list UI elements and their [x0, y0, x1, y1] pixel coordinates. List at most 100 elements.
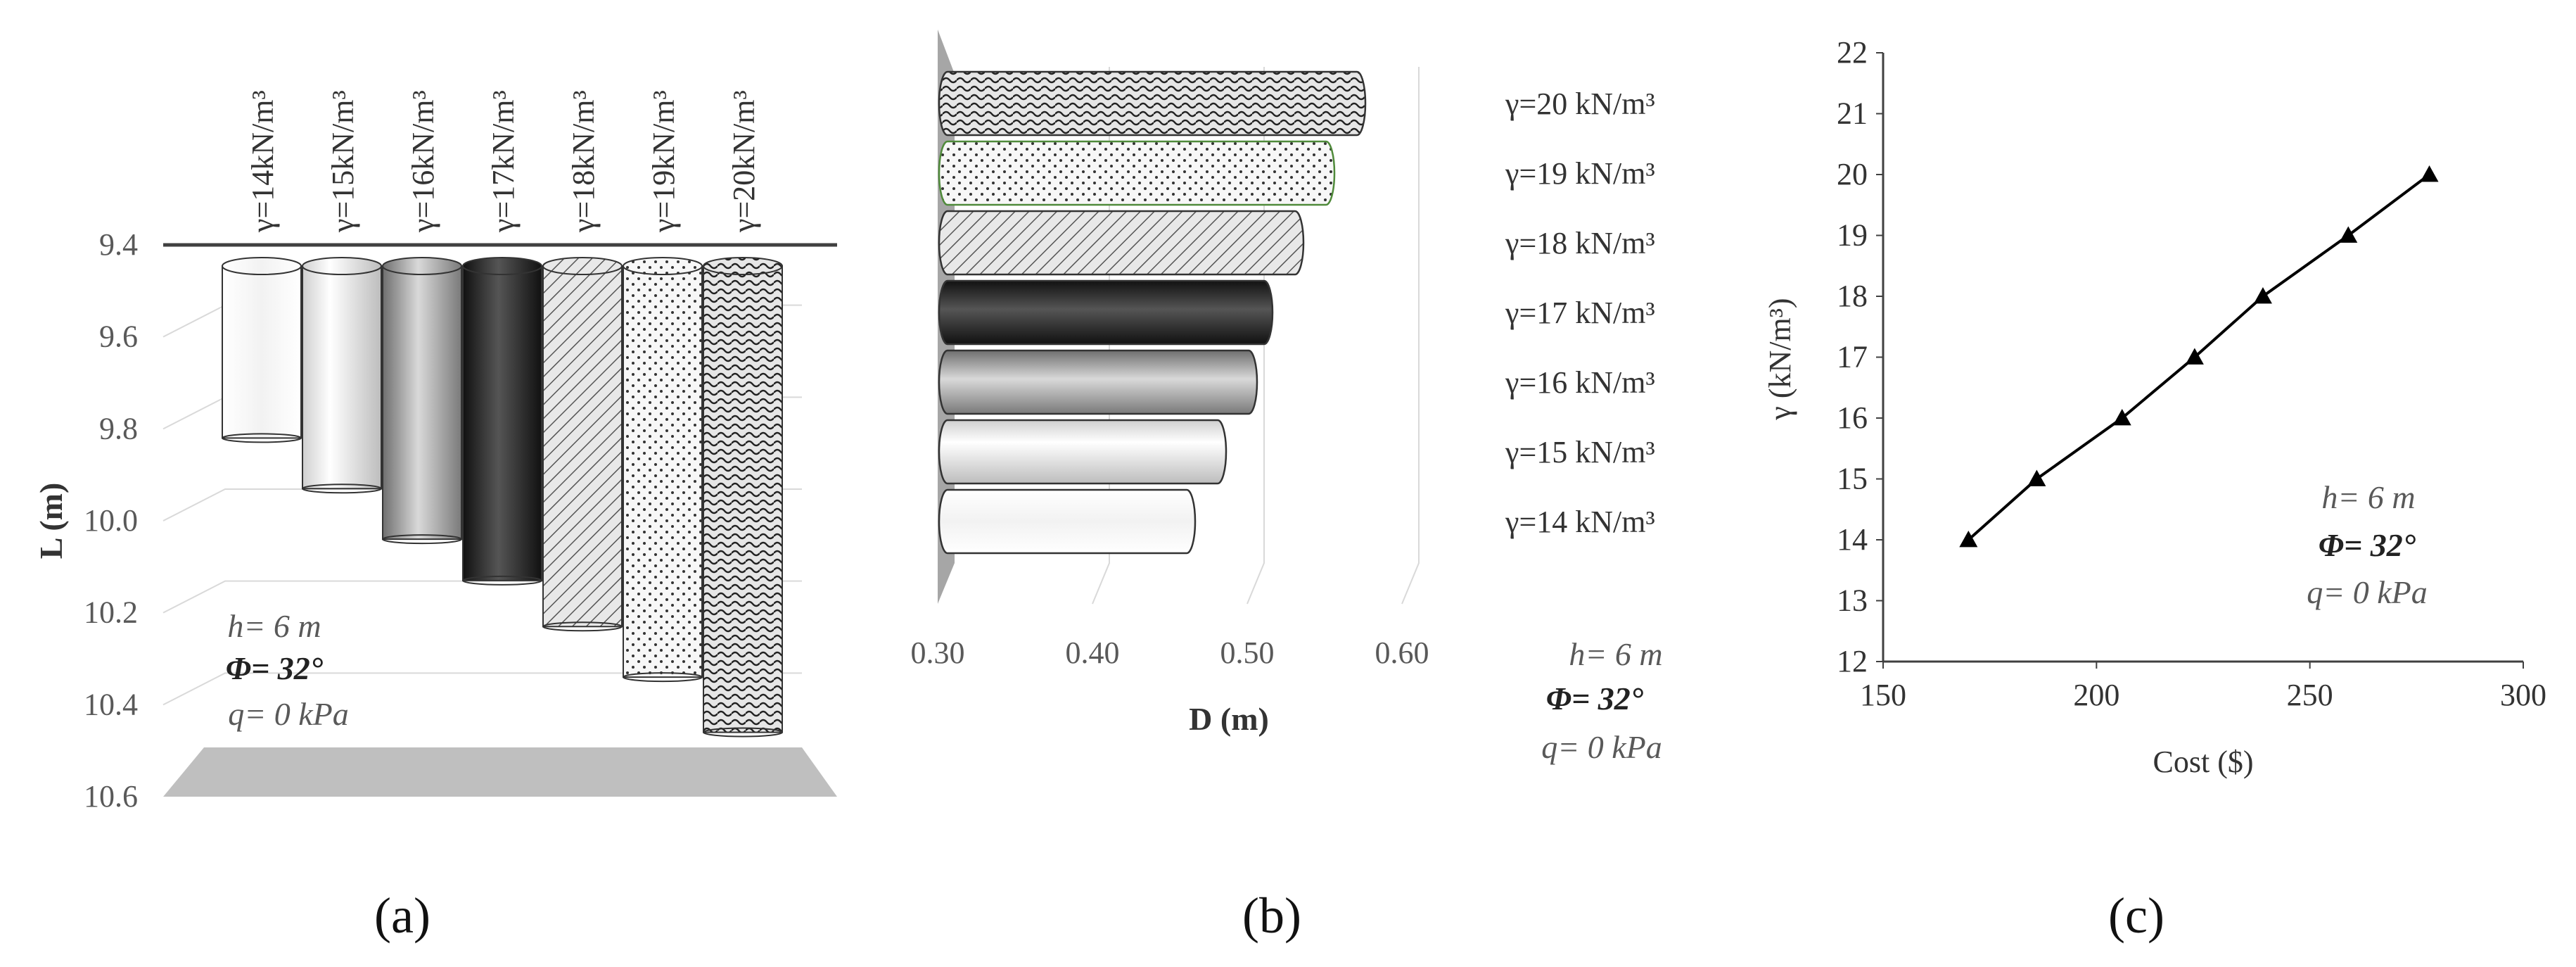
panel-b-bar [938, 279, 1274, 346]
panel-b-param-phi: Φ= 32° [1546, 681, 1644, 716]
panel-c-param-phi: Φ= 32° [2319, 527, 2416, 563]
panel-a-y-tick-label: 10.2 [84, 595, 138, 630]
panel-a-bar [382, 265, 462, 541]
panel-a-bars [222, 257, 783, 738]
panel-a-param-q: q= 0 kPa [228, 696, 349, 732]
panel-c-y-tick-label: 21 [1837, 96, 1868, 131]
panel-b-x-tick-label: 0.30 [911, 636, 965, 670]
panel-c-y-tick-label: 14 [1837, 522, 1868, 557]
panel-a-y-axis-label: L (m) [33, 483, 69, 560]
panel-a-bar [462, 265, 542, 581]
panel-a-bar-top [542, 257, 623, 275]
panel-a-category-label: γ=20kN/m³ [727, 90, 761, 233]
panel-c-point-marker [2112, 409, 2131, 426]
panel-a-bar-bottom [382, 534, 462, 545]
panel-a-category-label: γ=15kN/m³ [326, 90, 360, 233]
panel-a-bar-bottom [542, 621, 623, 632]
panel-a-y-tick-label: 10.4 [84, 687, 138, 721]
panel-c-series [1959, 165, 2439, 548]
panel-a-bar-bottom [703, 727, 783, 738]
panel-b-bar [938, 140, 1336, 206]
panel-b-category-label: γ=18 kN/m³ [1505, 226, 1655, 260]
panel-c-y-ticks: 12 13 14 15 16 17 18 19 20 21 22 [1837, 35, 1883, 678]
panel-c-y-tick-label: 17 [1837, 340, 1868, 374]
panel-a-category-labels: γ=14kN/m³ γ=15kN/m³ γ=16kN/m³ γ=17kN/m³ γ=18… [246, 90, 761, 233]
panel-a-bar-top [623, 257, 703, 275]
panel-c-point-marker [2420, 165, 2439, 182]
panel-b-param-q: q= 0 kPa [1541, 729, 1662, 765]
panel-a-bar [623, 265, 703, 678]
panel-c-x-tick-label: 300 [2500, 678, 2546, 712]
panel-c-y-tick-label: 18 [1837, 279, 1868, 313]
panel-b-category-label: γ=14 kN/m³ [1505, 505, 1655, 539]
panel-c-point-marker [2253, 287, 2272, 304]
panel-a-category-label: γ=18kN/m³ [566, 90, 601, 233]
panel-c-point-marker [1959, 531, 1978, 548]
panel-a-category-label: γ=19kN/m³ [646, 90, 681, 233]
panel-a-bar-bottom [462, 575, 542, 586]
panel-b-param-h: h= 6 m [1569, 636, 1662, 672]
panel-a-bar-bottom [302, 484, 382, 494]
panel-c-y-axis-label: γ (kN/m³) [1763, 298, 1797, 420]
panel-a-bar [703, 265, 783, 733]
panel-a-bar-top [462, 257, 542, 275]
panel-c-y-tick-label: 20 [1837, 157, 1868, 191]
panel-b-bar [938, 419, 1228, 485]
panel-a-category-label: γ=14kN/m³ [246, 90, 280, 233]
panel-c-point-marker [2339, 226, 2358, 243]
panel-b-category-label: γ=19 kN/m³ [1505, 156, 1655, 191]
panel-a-bar-top [222, 257, 302, 275]
panel-a-category-label: γ=16kN/m³ [406, 90, 440, 233]
panel-b-category-label: γ=17 kN/m³ [1505, 296, 1655, 330]
panel-b-bar [938, 349, 1258, 415]
panel-a-bar [542, 265, 623, 628]
panel-a-y-tick-label: 10.0 [84, 503, 138, 538]
panel-a-category-label: γ=17kN/m³ [486, 90, 521, 233]
panel-label-b: (b) [1242, 887, 1301, 944]
panel-b-x-tick-label: 0.50 [1220, 636, 1275, 670]
panel-b-x-tick-label: 0.40 [1066, 636, 1120, 670]
panel-a-gridline [162, 672, 802, 706]
panel-a-bar [222, 265, 302, 439]
panel-c-y-tick-label: 15 [1837, 462, 1868, 496]
panel-a-y-ticks: 9.4 9.6 9.8 10.0 10.2 10.4 10.6 [84, 227, 138, 814]
panel-c-point-marker [2027, 469, 2046, 486]
panel-b-category-label: γ=20 kN/m³ [1505, 87, 1655, 121]
panel-b-bar [938, 488, 1197, 555]
panel-b-category-label: γ=16 kN/m³ [1505, 365, 1655, 400]
panel-a-param-phi: Φ= 32° [226, 650, 324, 686]
panel-a-bar-bottom [222, 433, 302, 443]
panel-b-x-tick-label: 0.60 [1375, 636, 1429, 670]
panel-c-y-tick-label: 19 [1837, 218, 1868, 253]
panel-label-c: (c) [2108, 887, 2164, 944]
panel-c-y-tick-label: 12 [1837, 644, 1868, 678]
panel-label-a: (a) [374, 887, 431, 944]
panel-a-bar-bottom [623, 672, 703, 683]
panel-c-x-tick-label: 150 [1860, 678, 1906, 712]
panel-c-y-tick-label: 16 [1837, 400, 1868, 435]
panel-b-category-label: γ=15 kN/m³ [1505, 435, 1655, 469]
panel-a-y-tick-label: 9.4 [99, 227, 138, 262]
panel-a-floor [163, 747, 837, 797]
panel-c-x-tick-label: 200 [2073, 678, 2119, 712]
panel-a-y-tick-label: 9.8 [99, 411, 138, 445]
panel-b-category-labels: γ=14 kN/m³ γ=15 kN/m³ γ=16 kN/m³ γ=17 kN/m³… [1505, 87, 1655, 539]
panel-a-bar [302, 265, 382, 490]
panel-a-bar-top [703, 257, 783, 275]
panel-a-param-h: h= 6 m [227, 608, 321, 644]
panel-a-bar-top [302, 257, 382, 275]
panel-b-x-ticks: 0.30 0.40 0.50 0.60 [911, 636, 1429, 670]
panel-b-x-axis-label: D (m) [1189, 701, 1269, 737]
panel-a-bar-top [382, 257, 462, 275]
panel-a-y-tick-label: 9.6 [99, 320, 138, 354]
panel-a-chart: 9.4 9.6 9.8 10.0 10.2 10.4 10.6 γ=14kN/m³ γ=15k… [33, 90, 837, 814]
panel-c-y-tick-label: 22 [1837, 35, 1868, 70]
panel-a-y-tick-label: 10.6 [84, 779, 138, 814]
panel-c-y-tick-label: 13 [1837, 583, 1868, 618]
panel-b-bar [938, 210, 1305, 276]
panel-b-bar [938, 70, 1367, 137]
panel-c-param-q: q= 0 kPa [2307, 574, 2428, 610]
